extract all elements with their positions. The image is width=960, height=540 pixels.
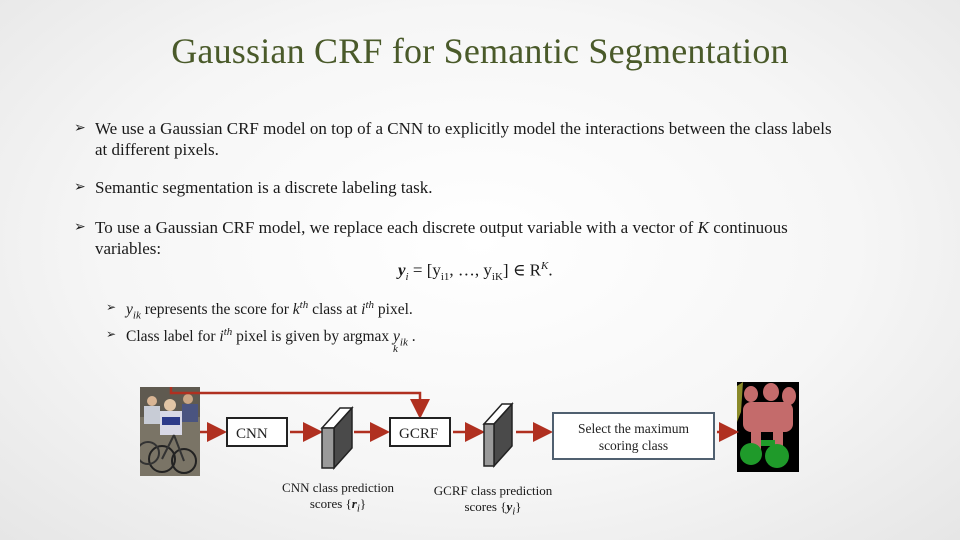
bullet-1-line-1: We use a Gaussian CRF model on top of a … xyxy=(95,119,832,138)
gcrf-score-volume xyxy=(482,402,514,468)
argmax-subscript: k xyxy=(393,343,398,355)
skip-connection-arrow xyxy=(169,387,430,419)
equation: yi = [yi1, …, yiK] ∈ RK. xyxy=(398,260,553,284)
output-segmentation xyxy=(737,382,799,472)
arrowhead-bullet-icon: ➢ xyxy=(74,220,86,235)
gcrf-block: GCRF xyxy=(389,417,451,447)
bullet-1-line-2: at different pixels. xyxy=(95,140,219,159)
cnn-scores-caption: CNN class prediction scores {ri} xyxy=(282,480,394,515)
page-title: Gaussian CRF for Semantic Segmentation xyxy=(171,31,789,71)
subbullet-1-text: yik represents the score for kth class a… xyxy=(126,299,413,322)
select-max-line-2: scoring class xyxy=(598,438,669,453)
arrowhead-bullet-icon: ➢ xyxy=(74,121,86,136)
bullet-3-line-1: To use a Gaussian CRF model, we replace … xyxy=(95,218,788,237)
select-max-block: Select the maximum scoring class xyxy=(552,412,715,460)
subbullet-2-text: Class label for ith pixel is given by ar… xyxy=(126,326,416,349)
cyclists-picture xyxy=(140,387,200,476)
select-max-line-1: Select the maximum xyxy=(578,421,689,436)
segmentation-picture xyxy=(737,382,799,472)
cnn-block: CNN xyxy=(226,417,288,447)
cnn-score-volume xyxy=(320,406,354,470)
input-image-cyclists xyxy=(140,387,200,476)
arrowhead-bullet-icon: ➢ xyxy=(106,327,117,341)
bullet-3-line-2: variables: xyxy=(95,239,162,258)
bullet-2-text: Semantic segmentation is a discrete labe… xyxy=(95,178,433,197)
arrowhead-bullet-icon: ➢ xyxy=(106,300,117,314)
gcrf-scores-caption: GCRF class prediction scores {yi} xyxy=(433,483,553,518)
arrowhead-bullet-icon: ➢ xyxy=(74,180,86,195)
